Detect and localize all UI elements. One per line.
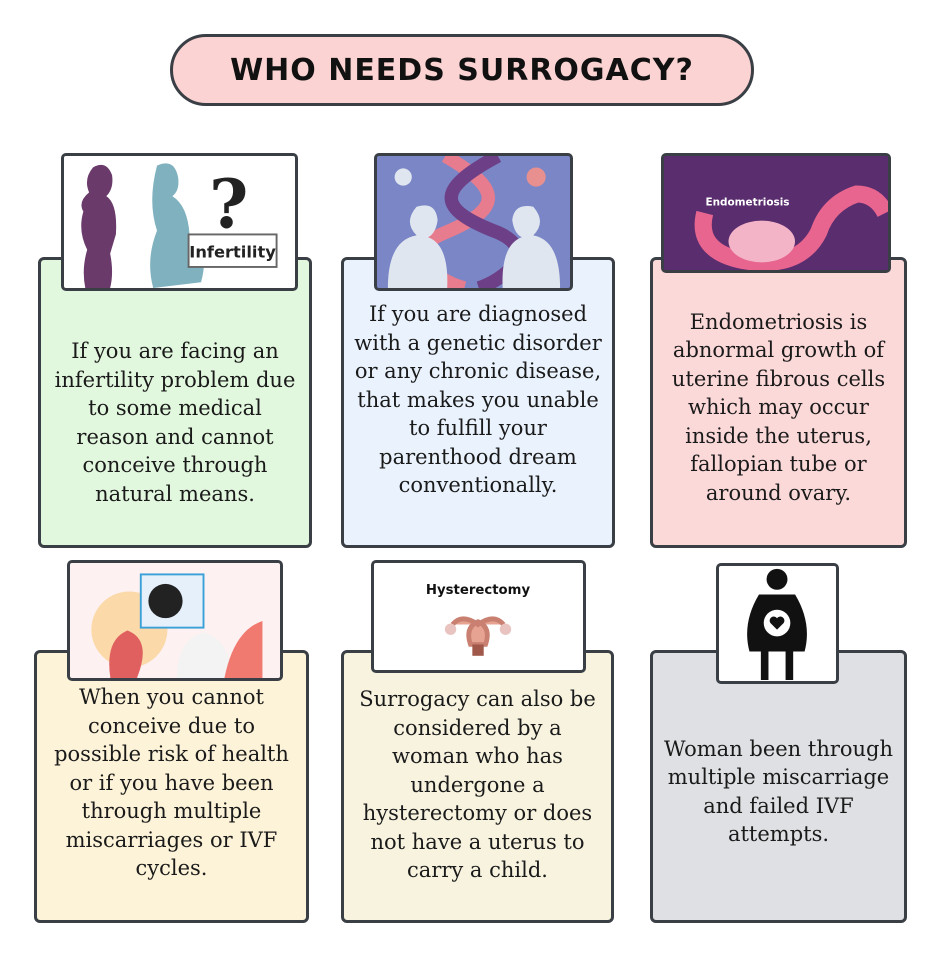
infertility-label: Infertility — [189, 242, 276, 261]
genetics-image — [374, 153, 573, 291]
pregnant-woman-image — [716, 563, 839, 684]
endometriosis-label: Endometriosis — [705, 196, 789, 208]
svg-text:?: ? — [209, 165, 248, 244]
page-title: WHO NEEDS SURROGACY? — [170, 34, 754, 106]
woman-figure-icon — [81, 164, 117, 288]
pregnant-patient-icon — [109, 630, 143, 678]
infertility-image: ? Infertility — [61, 153, 298, 291]
hysterectomy-image: Hysterectomy — [371, 560, 586, 673]
doctor-icon — [176, 632, 233, 678]
uterus-icon — [694, 185, 888, 270]
card-miscarriage: Woman been through multiple miscarriage … — [650, 650, 907, 923]
doctor-consultation-image — [67, 560, 283, 681]
card-infertility: If you are facing an infertility problem… — [38, 257, 312, 548]
pregnant-woman-icon — [747, 594, 807, 681]
card-text: If you are facing an infertility problem… — [54, 339, 296, 506]
card-text: When you cannot conceive due to possible… — [54, 685, 289, 880]
heart-icon — [769, 616, 785, 630]
card-text: Woman been through multiple miscarriage … — [663, 736, 894, 847]
scientist-icon — [387, 205, 448, 288]
endometriosis-image: Endometriosis — [661, 153, 891, 273]
card-endometriosis: Endometriosis is abnormal growth of uter… — [650, 257, 907, 548]
card-health-risk: When you cannot conceive due to possible… — [34, 650, 309, 923]
hysterectomy-label: Hysterectomy — [426, 583, 531, 598]
pregnant-silhouette-icon — [150, 163, 205, 288]
card-text: Endometriosis is abnormal growth of uter… — [671, 309, 886, 505]
scientist-icon — [502, 206, 561, 288]
uterus-icon — [450, 616, 506, 647]
card-hysterectomy: Surrogacy can also be considered by a wo… — [341, 650, 614, 923]
card-text: If you are diagnosed with a genetic diso… — [354, 302, 602, 497]
card-genetic-disorder: If you are diagnosed with a genetic diso… — [341, 257, 615, 548]
card-text: Surrogacy can also be considered by a wo… — [359, 687, 596, 882]
